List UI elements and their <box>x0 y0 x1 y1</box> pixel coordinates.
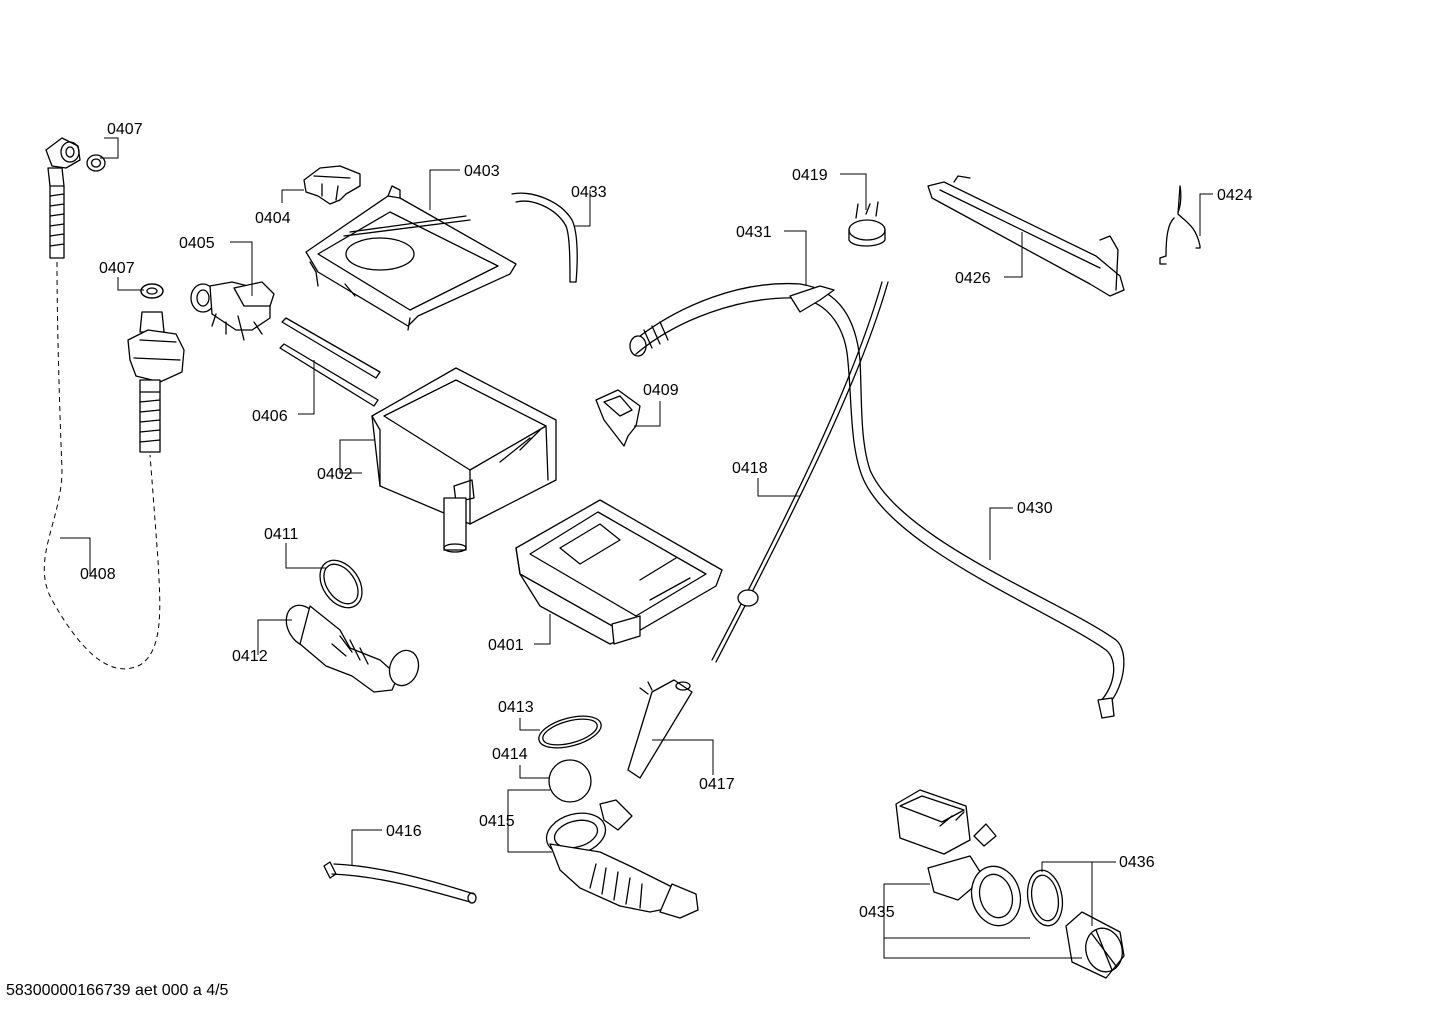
part-0415-sump <box>545 799 699 919</box>
part-0431-hose <box>629 282 1125 719</box>
label-0402: 0402 <box>317 466 353 483</box>
label-0435: 0435 <box>859 904 895 921</box>
leader-lines <box>60 137 1213 959</box>
label-0405: 0405 <box>179 235 215 252</box>
label-0436: 0436 <box>1119 854 1155 871</box>
part-0407-top-washer <box>86 154 106 172</box>
part-0419-cap <box>848 201 886 247</box>
part-0401-detergent-drawer <box>515 499 723 645</box>
part-0417-heater-tube <box>627 679 693 779</box>
part-0402-dispenser-housing <box>371 367 557 553</box>
label-0412: 0412 <box>232 648 268 665</box>
label-0403: 0403 <box>464 163 500 180</box>
part-0409-clip <box>595 389 641 447</box>
label-0414: 0414 <box>492 746 528 763</box>
part-0433-hose <box>511 192 578 283</box>
label-0433: 0433 <box>571 184 607 201</box>
part-0426-bracket <box>927 175 1125 297</box>
part-0435-drain-pump <box>895 789 1022 927</box>
part-0414-ball <box>548 759 592 803</box>
label-0430: 0430 <box>1017 500 1053 517</box>
part-0413-seal-ring <box>538 715 602 749</box>
part-0403-drawer-housing-cover <box>305 185 517 331</box>
part-0424-fork-clip <box>1159 185 1201 265</box>
label-0413: 0413 <box>498 699 534 716</box>
label-0415: 0415 <box>479 813 515 830</box>
label-0409: 0409 <box>643 382 679 399</box>
label-0419: 0419 <box>792 167 828 184</box>
label-0426: 0426 <box>955 270 991 287</box>
part-0412-bellows-hose <box>285 604 420 693</box>
part-labels: 0407 0407 0408 0404 0403 0405 0406 0402 … <box>80 121 1253 921</box>
label-0417: 0417 <box>699 776 735 793</box>
label-0404: 0404 <box>255 210 291 227</box>
label-0431: 0431 <box>736 224 772 241</box>
part-0406-tubes <box>279 317 381 407</box>
part-0411-seal-ring <box>319 559 363 609</box>
part-0408-inlet-hose <box>43 137 185 670</box>
part-0405-inlet-valve <box>190 281 275 341</box>
part-0404-clip <box>303 165 361 205</box>
part-0436-filter-and-seal <box>1026 869 1125 979</box>
part-0416-drain-hose <box>323 861 477 904</box>
label-0418: 0418 <box>732 460 768 477</box>
part-0418-rod <box>711 281 889 663</box>
label-0401: 0401 <box>488 637 524 654</box>
label-0407-top: 0407 <box>107 121 143 138</box>
label-0406: 0406 <box>252 408 288 425</box>
label-0424: 0424 <box>1217 187 1253 204</box>
label-0407-second: 0407 <box>99 260 135 277</box>
part-0407-second-washer <box>140 283 164 299</box>
label-0411: 0411 <box>264 526 299 543</box>
label-0408: 0408 <box>80 566 116 583</box>
drawing-reference-footer: 58300000166739 aet 000 a 4/5 <box>6 982 229 999</box>
label-0416: 0416 <box>386 823 422 840</box>
